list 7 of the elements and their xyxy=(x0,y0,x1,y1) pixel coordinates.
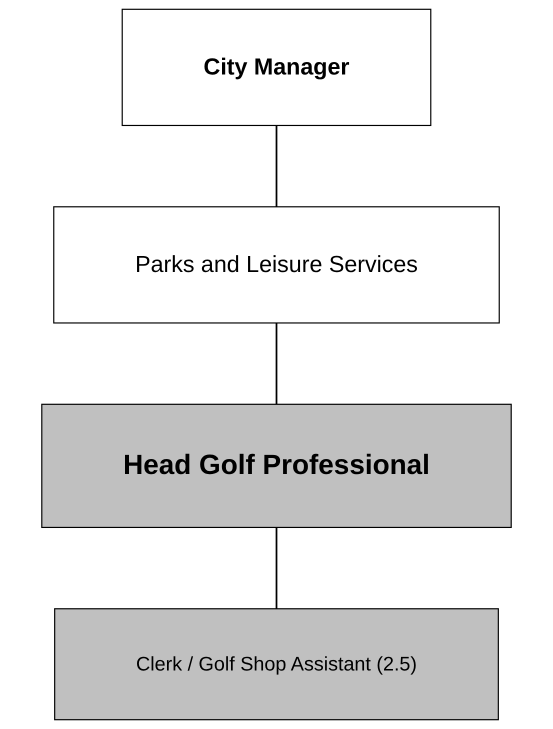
connector xyxy=(276,125,278,207)
connector xyxy=(276,527,278,609)
node-box: Parks and Leisure Services xyxy=(53,206,500,324)
node-box: Clerk / Golf Shop Assistant (2.5) xyxy=(54,608,499,720)
node-box: Head Golf Professional xyxy=(41,404,512,528)
connector xyxy=(276,322,278,404)
node-box: City Manager xyxy=(122,8,432,126)
